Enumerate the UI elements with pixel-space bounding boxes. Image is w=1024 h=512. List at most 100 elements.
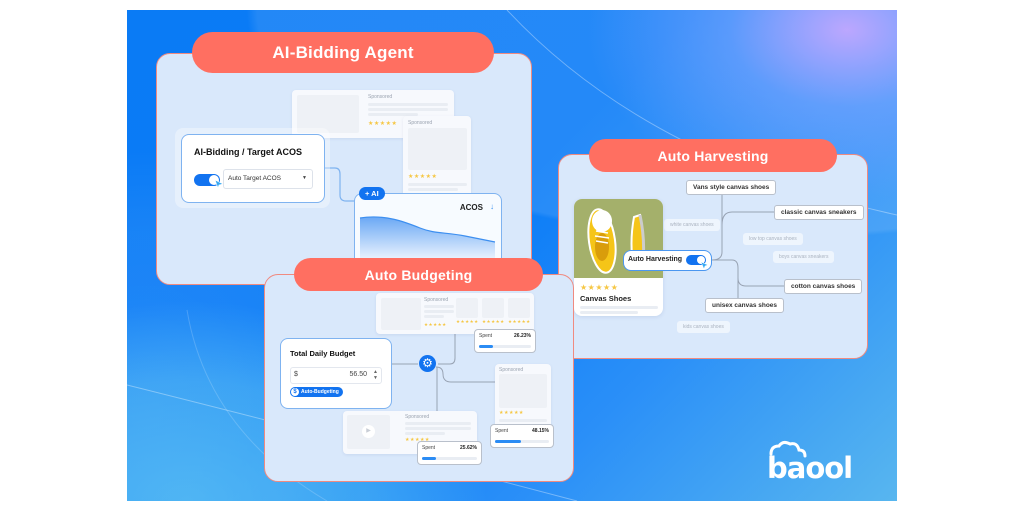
product-name: Canvas Shoes: [580, 294, 632, 303]
acos-dropdown[interactable]: Auto Target ACOS ▼: [223, 169, 313, 189]
spent-progress-fill: [495, 440, 521, 443]
text-line: [424, 305, 454, 308]
cloud-logo-icon: [769, 440, 807, 458]
faded-keyword-chip: low top canvas shoes: [743, 233, 803, 245]
text-line: [405, 427, 471, 430]
faded-keyword-chip: white canvas shoes: [664, 219, 720, 231]
sponsored-label: Sponsored: [408, 120, 433, 126]
spent-progress: [422, 457, 477, 460]
text-line: [580, 306, 658, 309]
auto-harvesting-toggle-card: Auto Harvesting: [623, 250, 712, 271]
acos-trend-area: [359, 216, 496, 266]
spent-value: 25.62%: [460, 445, 477, 451]
gear-icon[interactable]: ⚙: [419, 355, 436, 372]
text-line: [580, 311, 638, 314]
connector-line: [323, 167, 360, 202]
spent-progress-fill: [422, 457, 437, 460]
tree-branch: [721, 211, 775, 226]
spent-indicator: Spent 25.62%: [417, 441, 482, 465]
rating-stars: ★★★★★: [482, 319, 505, 324]
budget-amount-input[interactable]: $ 56.50 ▲▼: [290, 367, 382, 384]
text-line: [499, 419, 547, 422]
logo-text: baool: [767, 451, 853, 485]
settings-card-title: AI-Bidding / Target ACOS: [194, 147, 302, 157]
play-icon[interactable]: ▶: [362, 425, 375, 438]
text-line: [405, 432, 445, 435]
acos-chart-card: ACOS ↓: [354, 193, 502, 267]
spent-value: 48.15%: [532, 428, 549, 434]
product-rating-stars: ★★★★★: [580, 283, 619, 292]
ad-image-placeholder: [381, 298, 421, 330]
text-line: [405, 422, 471, 425]
keyword-chip[interactable]: unisex canvas shoes: [705, 298, 785, 313]
sponsored-ad-card: Sponsored ★★★★★: [403, 116, 471, 200]
dollar-icon: $: [291, 388, 299, 396]
rating-stars: ★★★★★: [368, 121, 398, 127]
chevron-down-icon: ▼: [302, 175, 307, 181]
budget-amount: 56.50: [349, 371, 367, 378]
tree-branch: [712, 259, 739, 300]
keyword-chip[interactable]: cotton canvas shoes: [784, 279, 863, 294]
text-line: [424, 310, 454, 313]
auto-harvesting-label: Auto Harvesting: [628, 256, 683, 263]
keyword-chip[interactable]: classic canvas sneakers: [774, 205, 864, 220]
connector-line: [435, 366, 495, 383]
ad-image-placeholder: [297, 95, 359, 133]
spent-label: Spent: [422, 445, 436, 451]
rating-stars: ★★★★★: [508, 319, 531, 324]
arrow-down-icon: ↓: [490, 202, 494, 211]
cursor-icon: [700, 261, 709, 270]
ad-thumb: [508, 298, 530, 318]
dropdown-value: Auto Target ACOS: [228, 175, 281, 182]
keyword-chip[interactable]: Vans style canvas shoes: [686, 180, 777, 195]
auto-harvesting-toggle[interactable]: [686, 255, 706, 265]
rating-stars: ★★★★★: [408, 174, 438, 180]
rating-stars: ★★★★★: [424, 322, 447, 327]
sponsored-label: Sponsored: [499, 367, 524, 373]
sponsored-label: Sponsored: [368, 94, 393, 100]
ai-bidding-settings-card: AI-Bidding / Target ACOS Auto Target ACO…: [181, 134, 325, 203]
text-line: [368, 108, 448, 111]
tree-branch: [737, 277, 785, 287]
ai-bidding-title: AI-Bidding Agent: [192, 32, 494, 73]
baool-logo: baool: [767, 440, 867, 485]
cursor-icon: [214, 179, 224, 189]
spent-indicator: Spent 48.15%: [490, 424, 554, 448]
faded-keyword-chip: kids canvas shoes: [677, 321, 730, 333]
budget-card-title: Total Daily Budget: [290, 349, 356, 358]
auto-acos-toggle[interactable]: [194, 174, 220, 186]
daily-budget-card: Total Daily Budget $ 56.50 ▲▼ $ Auto-Bud…: [280, 338, 392, 409]
sponsored-ad-card: Sponsored ★★★★★ ★★★★★ ★★★★★ ★★★★★: [376, 293, 534, 334]
connector-line: [438, 334, 456, 365]
rating-stars: ★★★★★: [499, 410, 524, 416]
stepper-icon[interactable]: ▲▼: [373, 369, 378, 381]
sponsored-label: Sponsored: [405, 414, 430, 420]
auto-harvesting-title: Auto Harvesting: [589, 139, 837, 172]
text-line: [408, 183, 467, 186]
spent-label: Spent: [495, 428, 509, 434]
rating-stars: ★★★★★: [405, 437, 430, 443]
sneaker-illustration: [587, 208, 646, 274]
sponsored-label: Sponsored: [424, 297, 449, 303]
spent-progress: [479, 345, 531, 348]
rating-stars: ★★★★★: [456, 319, 479, 324]
spent-value: 26.23%: [514, 333, 531, 339]
spent-indicator: Spent 26.23%: [474, 329, 536, 353]
acos-line: [359, 216, 496, 243]
currency-symbol: $: [294, 371, 298, 378]
ai-badge: + AI: [359, 187, 385, 200]
ad-thumb: [456, 298, 478, 318]
text-line: [368, 113, 418, 116]
ad-image-placeholder: [408, 128, 467, 170]
ad-thumb: [482, 298, 504, 318]
spent-progress: [495, 440, 549, 443]
badge-label: Auto-Budgeting: [301, 389, 339, 395]
video-placeholder: ▶: [347, 415, 390, 449]
acos-label: ACOS: [459, 203, 483, 212]
text-line: [424, 315, 444, 318]
auto-budgeting-title: Auto Budgeting: [294, 258, 543, 291]
